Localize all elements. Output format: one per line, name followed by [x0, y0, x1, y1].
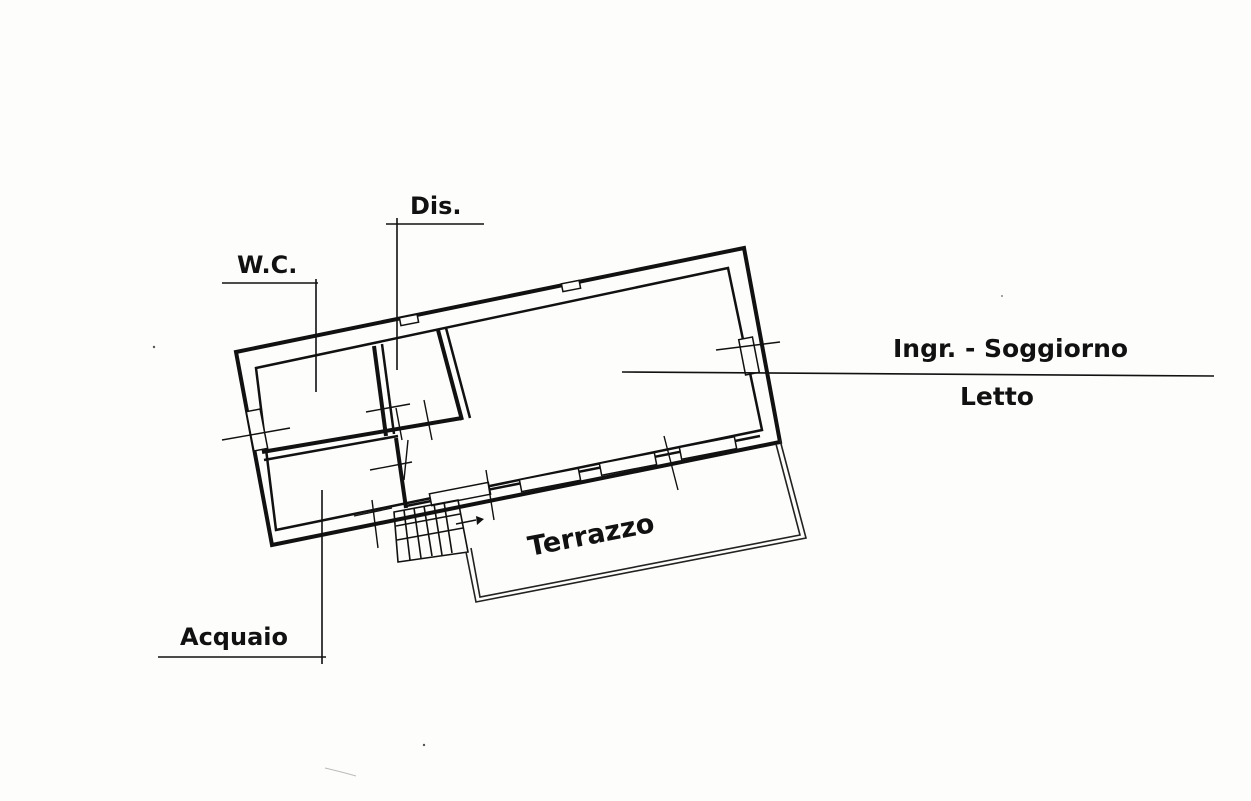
- label-ingresso-soggiorno: Ingr. - Soggiorno: [893, 334, 1128, 363]
- scan-mark: [324, 767, 357, 777]
- leader-lines: [158, 218, 1215, 664]
- label-terrazzo: Terrazzo: [525, 508, 657, 563]
- staircase: [393, 499, 484, 563]
- scan-speck: [422, 743, 426, 747]
- openings: [245, 279, 761, 507]
- building-outline: [233, 245, 783, 548]
- label-dis: Dis.: [410, 192, 462, 220]
- terrace-railing: [465, 439, 807, 603]
- label-acquaio: Acquaio: [180, 623, 288, 651]
- cut-ticks: [221, 341, 781, 549]
- label-wc: W.C.: [237, 251, 297, 279]
- scan-speck: [152, 345, 156, 349]
- label-letto: Letto: [960, 382, 1034, 411]
- scan-speck: [1001, 295, 1003, 297]
